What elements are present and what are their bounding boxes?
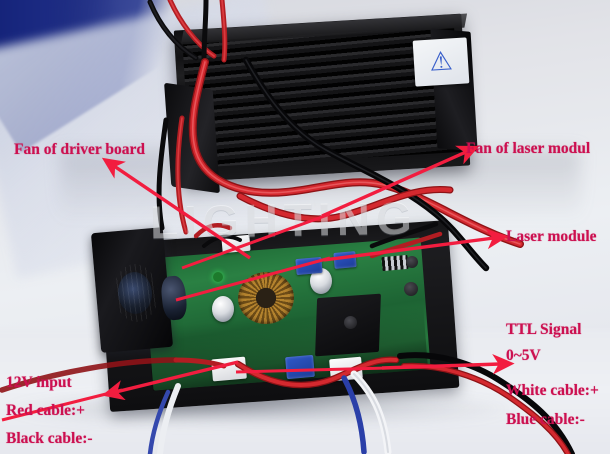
label-laser-module: Laser module <box>506 228 597 245</box>
trim-potentiometer <box>285 354 315 380</box>
label-white-cable: White cable:+ <box>506 382 599 399</box>
laser-warning-icon: ⚠ <box>428 46 454 78</box>
label-black-cable: Black cable:- <box>6 430 93 447</box>
mounting-screw <box>406 256 418 268</box>
label-red-cable: Red cable:+ <box>6 402 85 419</box>
status-led <box>213 272 223 282</box>
pin-header <box>381 254 409 272</box>
ttl-signal-connector <box>329 356 363 382</box>
mounting-screw <box>404 282 418 296</box>
capacitor <box>212 296 234 322</box>
mounting-screw <box>344 316 357 329</box>
label-fan-of-laser-module: Fan of laser modul <box>466 140 591 157</box>
trim-potentiometer <box>295 256 323 276</box>
watermark: LIGHTING <box>149 191 419 248</box>
label-blue-cable: Blue cable:- <box>506 411 585 428</box>
label-fan-of-driver-board: Fan of driver board <box>14 141 146 158</box>
label-ttl-voltage: 0~5V <box>506 347 541 364</box>
laser-module-fan-housing <box>164 82 220 194</box>
trim-potentiometer <box>333 251 357 269</box>
12v-power-connector <box>211 356 247 382</box>
label-12v-input: 12V input <box>6 374 72 391</box>
label-ttl-signal: TTL Signal <box>506 321 582 338</box>
